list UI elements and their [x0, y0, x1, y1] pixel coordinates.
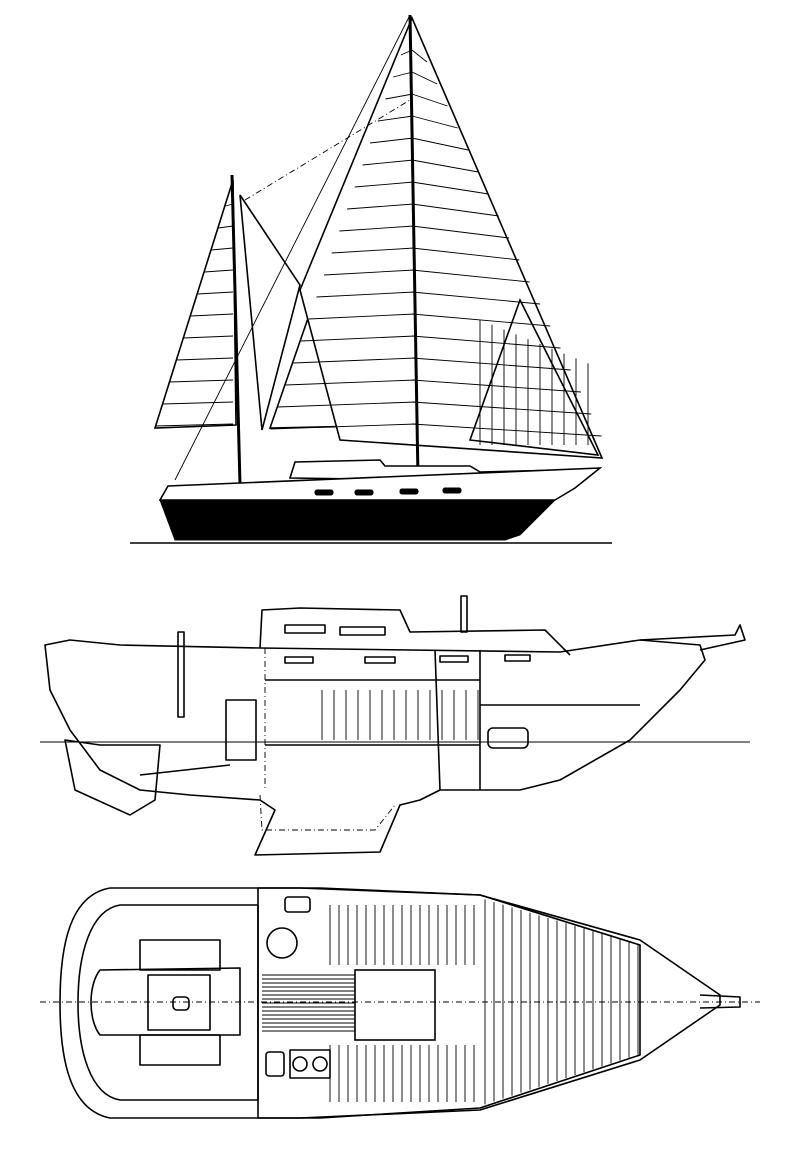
deck-plan [40, 887, 760, 1119]
sail-panel-seam [411, 71, 438, 85]
main-mast-stub [460, 595, 468, 633]
sail-panel-seam [385, 93, 413, 100]
mizzen-staysail [239, 194, 301, 431]
burner [292, 1056, 308, 1072]
inboard-profile [40, 595, 750, 856]
portlight [284, 624, 326, 634]
cockpit-coaming [77, 904, 259, 1101]
deckhouse [259, 607, 571, 656]
sail-panel-seam [218, 225, 234, 229]
sail-panel-seam [411, 335, 561, 349]
sail-panel-seam [411, 423, 602, 437]
sail-panel-seam [411, 401, 592, 415]
mizzen-mast-stub [177, 631, 185, 718]
hatch [284, 896, 311, 913]
sail-panel-seam [411, 357, 571, 371]
sail-panel-seam [362, 159, 414, 166]
sail-panel-seam [324, 269, 415, 276]
sail-panel-seam [270, 423, 417, 430]
sail-panel-seam [411, 115, 458, 129]
saloon-table [354, 969, 436, 1041]
portlight [439, 655, 469, 663]
sail-panel-seam [411, 137, 469, 151]
sail-panel-seam [293, 357, 416, 364]
sail-panel-seam [377, 115, 414, 122]
sail-panel-seam [155, 423, 234, 427]
sail-panel-seam [285, 379, 416, 386]
porthole [314, 489, 334, 496]
sail-panel-seam [411, 291, 540, 305]
sail-panel-seam [411, 93, 448, 107]
sail-panel-seam [204, 269, 234, 273]
porthole [354, 489, 374, 496]
seat-hatch [139, 939, 221, 971]
deck-outline [59, 887, 721, 1119]
burner [312, 1056, 328, 1072]
sail-panel-seam [411, 181, 489, 195]
sail-panel-seam [347, 203, 414, 210]
sail-panel-seam [183, 335, 234, 339]
mizzen-sail [153, 179, 237, 429]
portlight [504, 654, 531, 662]
cabin-outline [257, 887, 641, 1119]
interior-joinery [264, 648, 640, 791]
sail-panel-seam [411, 379, 582, 393]
main-mast [408, 14, 420, 479]
winch [172, 996, 190, 1011]
galley-stove [289, 1049, 331, 1079]
sink [265, 1051, 285, 1077]
propeller-shaft [139, 764, 231, 776]
sail-panel-seam [162, 401, 234, 405]
mast-compression-post [434, 649, 441, 791]
forestay [244, 99, 411, 201]
backstay [174, 14, 411, 481]
sail-panel-seam [308, 313, 415, 320]
engine [225, 699, 257, 761]
sail-panel-seam [331, 247, 415, 254]
porthole [399, 488, 419, 495]
sail-panel-seam [211, 247, 234, 251]
sails [153, 15, 604, 459]
porthole [442, 487, 462, 494]
sail-panel-seam [411, 247, 520, 261]
sail-panel-seam [411, 159, 479, 173]
sail-panel-seam [339, 225, 415, 232]
head [266, 927, 298, 959]
sail-panel-seam [197, 291, 234, 295]
rudder [64, 739, 161, 816]
hull-topsides [158, 467, 603, 501]
cockpit-hatch [147, 974, 211, 1031]
seat-hatch [139, 1034, 221, 1066]
sail-panel-seam [301, 335, 416, 342]
sail-panel-seam [411, 203, 499, 217]
keel-outline [259, 794, 396, 831]
sail-panel-seam [411, 225, 510, 239]
portlight [364, 656, 396, 664]
hull-profile [44, 639, 706, 856]
sail-plan [130, 14, 612, 544]
bowsprit [639, 624, 746, 651]
sail-panel-seam [169, 379, 234, 383]
sail-panel-seam [411, 269, 530, 283]
sail-panel-seam [354, 181, 414, 188]
sail-panel-seam [370, 137, 414, 144]
cockpit-well [90, 967, 241, 1036]
sail-panel-seam [278, 401, 416, 408]
sail-panel-seam [411, 49, 428, 63]
sail-panel-seam [176, 357, 234, 361]
portlight [339, 626, 386, 636]
sail-panel-seam [393, 71, 413, 78]
portlight [284, 656, 314, 664]
bowsprit-plan [699, 994, 741, 1009]
sail-panel-seam [411, 313, 551, 327]
hull-boottop [159, 499, 557, 541]
cabin-sole-planking [262, 899, 639, 1105]
sail-panel-seam [190, 313, 234, 317]
sail-panel-seam [316, 291, 415, 298]
staysail [468, 297, 600, 456]
mizzen-mast [230, 174, 242, 486]
hatch [487, 727, 529, 749]
